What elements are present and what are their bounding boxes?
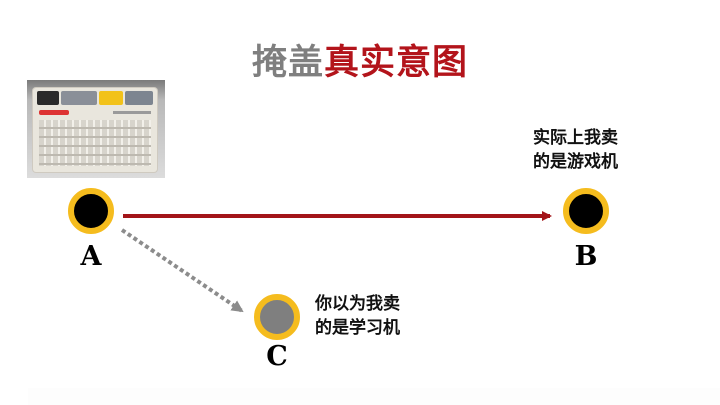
note-line: 的是学习机 <box>315 318 400 338</box>
key-grid-rows <box>39 120 151 166</box>
node-b-circle <box>563 188 609 234</box>
node-c-label: C <box>266 341 288 372</box>
cartridge-slot <box>125 91 153 105</box>
model-text <box>113 111 151 114</box>
cartridge-slot <box>99 91 123 105</box>
node-b-label: B <box>574 241 598 272</box>
title-red-part: 真实意图 <box>324 43 469 83</box>
node-c-circle <box>254 294 300 340</box>
page-title: 掩盖真实意图 <box>0 40 720 86</box>
note-line: 的是游戏机 <box>533 152 618 172</box>
node-c-note: 你以为我卖的是学习机 <box>315 292 400 340</box>
edge-a-to-c-dotted-arrow <box>120 228 244 313</box>
cartridge-slot <box>37 91 59 105</box>
node-a-circle <box>68 188 114 234</box>
node-a-label: A <box>80 241 102 272</box>
keyboard-photo <box>27 80 165 178</box>
brand-logo <box>39 110 69 115</box>
slide-footer-band <box>28 388 720 405</box>
title-gray-part: 掩盖 <box>251 43 324 83</box>
cartridge-slot <box>61 91 97 105</box>
node-b-note: 实际上我卖的是游戏机 <box>533 126 618 174</box>
keyboard-illustration <box>33 88 157 172</box>
note-line: 你以为我卖 <box>315 294 400 314</box>
note-line: 实际上我卖 <box>533 128 618 148</box>
